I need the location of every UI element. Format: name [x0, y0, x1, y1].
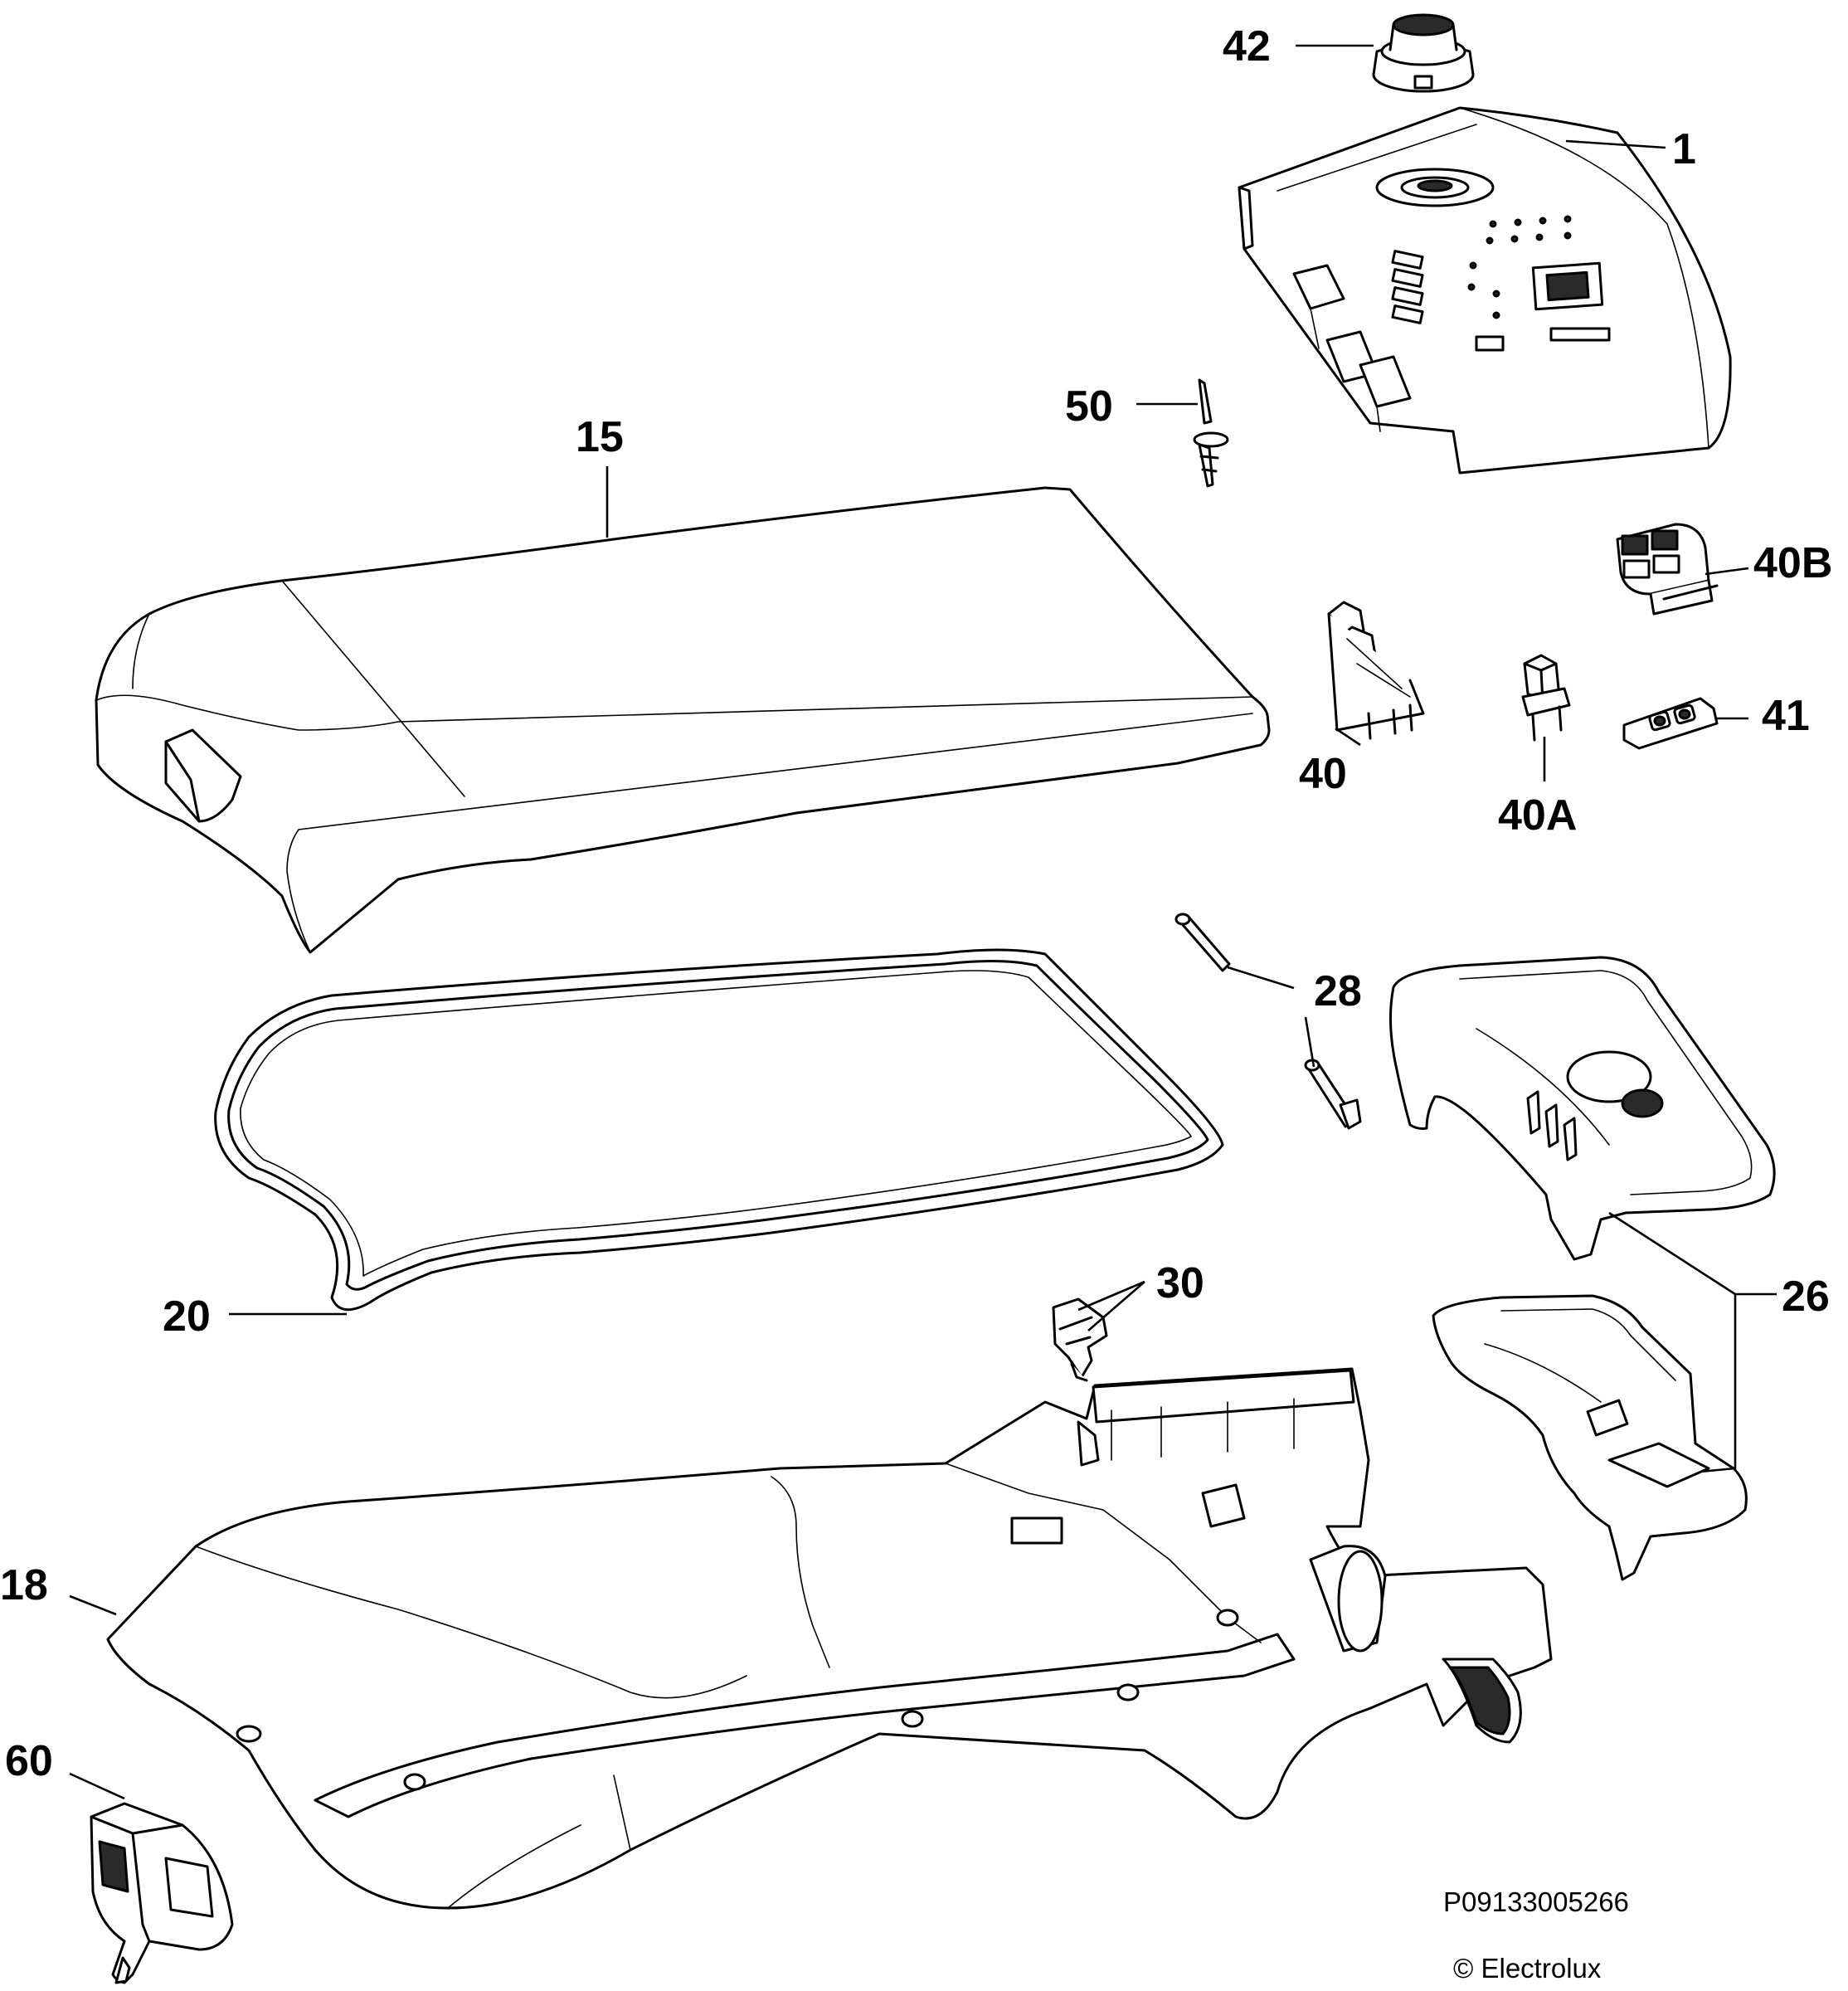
callout-40: 40: [1299, 750, 1347, 798]
part-40b-button-set: [1616, 523, 1719, 616]
callout-50: 50: [1065, 382, 1113, 431]
part-15-lid: [95, 486, 1271, 954]
part-28-pins: [1174, 913, 1362, 1130]
callout-30: 30: [1156, 1259, 1204, 1307]
callout-leaders: [69, 44, 1777, 1800]
part-42-knob: [1372, 13, 1475, 93]
part-20-gasket: [214, 948, 1224, 1312]
callout-15: 15: [576, 413, 624, 461]
leader-60: [69, 1772, 125, 1800]
callout-20: 20: [163, 1292, 211, 1341]
leader-40b: [1705, 567, 1749, 576]
part-30-clip: [1052, 1297, 1108, 1382]
drawing-code: P09133005266: [1443, 1886, 1629, 1917]
copyright-notice: © Electrolux: [1453, 1953, 1602, 1984]
part-40a-button: [1521, 654, 1571, 742]
leader-26: [1608, 1211, 1777, 1473]
part-1-control-panel: [1238, 106, 1732, 475]
callout-40b: 40B: [1753, 539, 1832, 587]
callout-18: 18: [0, 1561, 48, 1609]
leader-28: [1227, 966, 1315, 1068]
part-50-pin: [1193, 378, 1229, 488]
callout-labels: 42 1 50 15 40B 40 41 40A 28 20 30 26 18 …: [0, 22, 1832, 1785]
callout-41: 41: [1762, 692, 1810, 740]
callout-28: 28: [1314, 967, 1362, 1015]
leader-18: [69, 1594, 117, 1616]
leader-40: [1335, 727, 1361, 747]
part-18-top-frame: [106, 1367, 1553, 1910]
part-26-hinge-upper: [1388, 956, 1776, 1261]
part-26-hinge-lower: [1432, 1294, 1748, 1581]
part-40-button-strip: [1327, 601, 1425, 740]
callout-60: 60: [5, 1737, 53, 1785]
callout-1: 1: [1672, 125, 1696, 173]
leader-30: [1077, 1280, 1145, 1331]
callout-26: 26: [1782, 1273, 1830, 1321]
callout-42: 42: [1223, 22, 1271, 71]
leader-1: [1565, 139, 1666, 149]
part-41-button: [1622, 697, 1719, 750]
callout-40a: 40A: [1498, 791, 1577, 840]
part-60-lock: [90, 1802, 234, 1984]
